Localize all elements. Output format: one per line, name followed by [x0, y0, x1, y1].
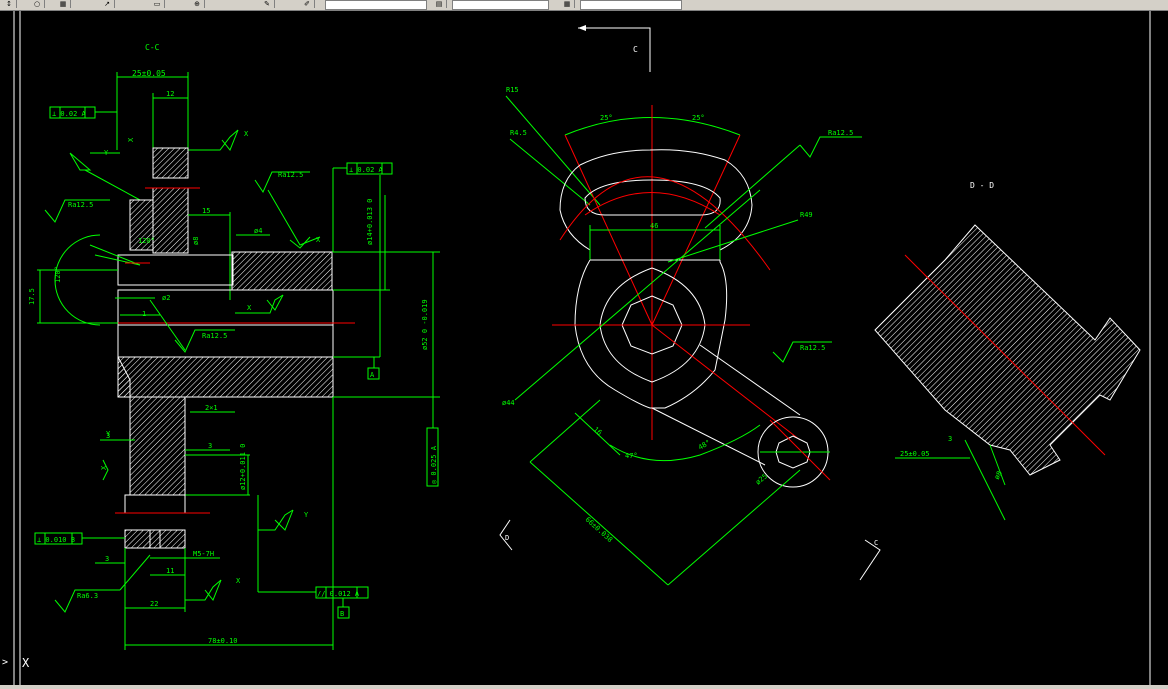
label-c2: C	[874, 539, 878, 547]
r49: R49	[800, 211, 813, 219]
style-combo[interactable]	[452, 0, 549, 10]
layer-combo[interactable]	[325, 0, 427, 10]
tol-parallel: // 0.012 A	[317, 590, 360, 598]
ang-25-right: 25°	[692, 114, 705, 122]
ra-left: Ra12.5	[68, 201, 93, 209]
arrow-icon[interactable]: ↗	[100, 0, 115, 8]
tol-perp-1: ⊥ 0.02 A	[52, 110, 87, 118]
label-x-2: X	[244, 130, 249, 138]
dim-phi2: ø2	[162, 294, 170, 302]
tol-perp-2: ⊥ 0.02 A	[349, 166, 384, 174]
phi44: ø44	[502, 399, 515, 407]
dd-dim-25: 25±0.05	[900, 450, 930, 458]
label-d: D	[505, 534, 509, 542]
linetype-combo[interactable]	[580, 0, 682, 10]
ra-main-2: Ra12.5	[800, 344, 825, 352]
datum-b: B	[340, 610, 344, 618]
dim-46: 46	[650, 222, 658, 230]
dim-phi12: ø12+0.011 0	[239, 444, 247, 490]
dim-phi4: ø4	[254, 227, 262, 235]
dim-phi52: ø52 0 -0.019	[421, 299, 429, 350]
dd-dim-3: 3	[948, 435, 952, 443]
dim-m5: M5-7H	[193, 550, 214, 558]
tol-conc: ◎ 0.025 A	[430, 445, 438, 484]
brush-icon[interactable]: ✎	[260, 0, 275, 8]
printer-icon[interactable]: ▤	[432, 0, 447, 8]
view-dd-title: D - D	[970, 181, 994, 190]
pen-icon[interactable]: ✐	[300, 0, 315, 8]
ra-bottom: Ra6.3	[77, 592, 98, 600]
label-x-5: X	[100, 465, 108, 470]
ang-25-left: 25°	[600, 114, 613, 122]
ucs-y-label: >	[2, 657, 8, 668]
section-c-label: C	[633, 45, 638, 54]
view-cc: C-C 25±0.05 12 ⊥ 0.02 A X X Y Ra12.5	[28, 43, 440, 650]
tol-perp-3: ⊥ 0.010 B	[37, 536, 75, 544]
r4-5: R4.5	[510, 129, 527, 137]
label-y-3: Y	[106, 430, 111, 438]
move-icon[interactable]: ↕	[2, 0, 17, 8]
dim-2x1: 2×1	[205, 404, 218, 412]
label-x-1: X	[127, 137, 135, 142]
page-icon[interactable]: ▭	[150, 0, 165, 8]
view-dd: D - D 25±0.05 3 ø8	[874, 181, 1141, 521]
ra-mid: Ra12.5	[202, 332, 227, 340]
dim-47: 47°	[625, 452, 638, 460]
dim-11: 11	[166, 567, 174, 575]
dim-22: 22	[150, 600, 158, 608]
dim-15: 15	[202, 207, 210, 215]
drawing-canvas[interactable]: > X C-C 25±0.05 12 ⊥ 0.02 A X X Y Ra12.5	[0, 11, 1168, 685]
dim-120-left: 120°	[54, 266, 62, 283]
dim-12: 12	[166, 90, 174, 98]
ucs-x-label: X	[22, 656, 30, 670]
view-main: C R15 R4.5 25° 25° Ra12.5 46 R49	[499, 25, 881, 586]
dim-66: 66±0.038	[584, 516, 614, 545]
dim-17-5: 17.5	[28, 288, 36, 305]
cad-drawing: > X C-C 25±0.05 12 ⊥ 0.02 A X X Y Ra12.5	[2, 11, 1151, 685]
dim-120-top: 120°	[138, 237, 155, 245]
label-x-3: X	[316, 236, 321, 244]
label-x-4: X	[247, 304, 252, 312]
dim-1: 1	[142, 310, 146, 318]
toolbar: ↕ ○ ▦ ↗ ▭ ⊕ ✎ ✐ ▤ ▦	[0, 0, 1168, 11]
dim-phi14: ø14+0.013 0	[366, 199, 374, 245]
circle-icon[interactable]: ○	[30, 0, 45, 8]
table-icon[interactable]: ▦	[560, 0, 575, 8]
label-x-6: X	[236, 577, 241, 585]
dim-3c: 3	[105, 555, 109, 563]
zoom-icon[interactable]: ⊕	[190, 0, 205, 8]
label-y-2: Y	[304, 511, 309, 519]
dim-48: 48°	[697, 438, 712, 451]
dim-3a: 3	[106, 432, 110, 440]
status-bar	[0, 685, 1168, 689]
r15: R15	[506, 86, 519, 94]
grid-icon[interactable]: ▦	[56, 0, 71, 8]
dim-25: 25±0.05	[132, 69, 166, 78]
ra-main-1: Ra12.5	[828, 129, 853, 137]
ra-top: Ra12.5	[278, 171, 303, 179]
dim-3b: 3	[208, 442, 212, 450]
dim-78: 78±0.10	[208, 637, 238, 645]
dim-16: 16	[592, 425, 604, 437]
label-y-1: Y	[104, 149, 109, 157]
dim-phi8: ø8	[192, 237, 200, 245]
dd-dim-8: ø8	[993, 470, 1004, 481]
view-cc-title: C-C	[145, 43, 160, 52]
datum-a: A	[370, 371, 375, 379]
